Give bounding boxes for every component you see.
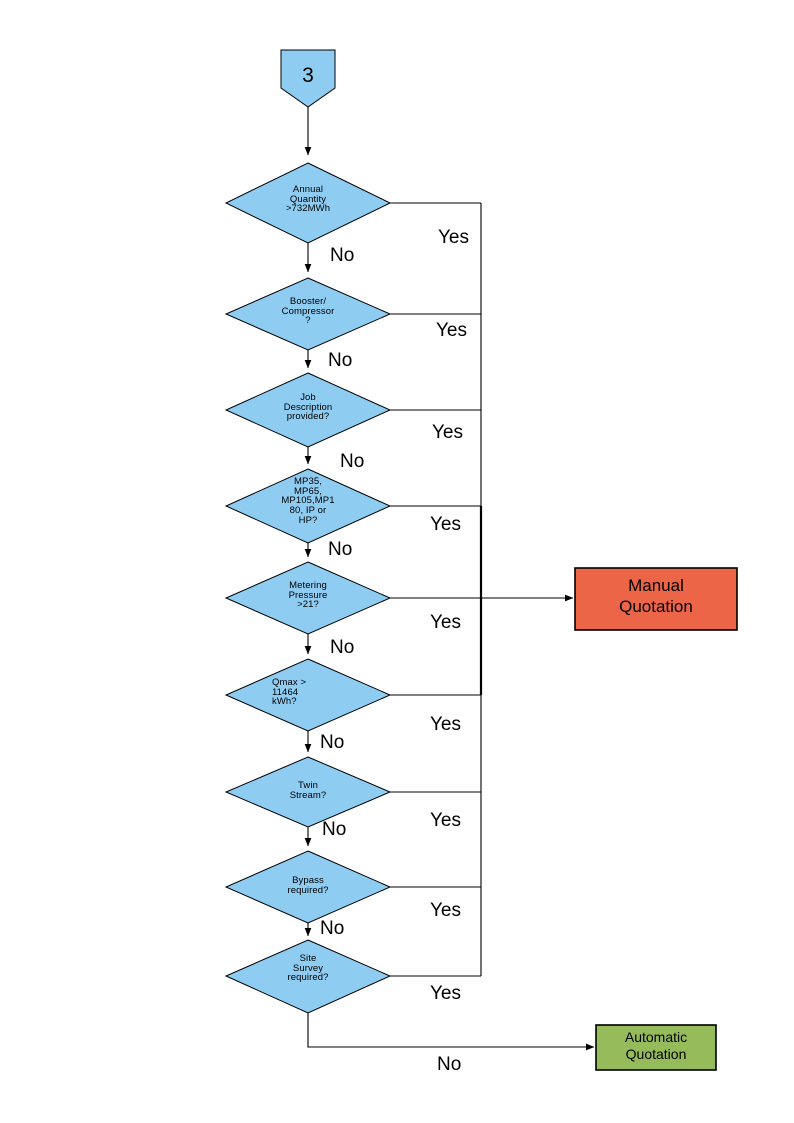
decision-shape-site-survey [224, 939, 392, 1014]
outcome-box-automatic-quotation [595, 1024, 717, 1071]
start-connector-shape [280, 49, 336, 108]
decision-shape-metering-pressure [224, 561, 392, 635]
decision-shape-bypass-required [224, 850, 392, 924]
decision-shape-twin-stream [224, 756, 392, 828]
decision-shape-qmax [224, 658, 392, 732]
decision-shape-annual-quantity [224, 162, 392, 244]
connector-final-no-to-automatic-quotation [307, 1013, 595, 1051]
decision-shape-mp-pressure-tier [224, 468, 392, 544]
outcome-box-manual-quotation [574, 567, 738, 631]
decision-shape-booster-compressor [224, 277, 392, 351]
decision-shape-job-description [224, 372, 392, 448]
